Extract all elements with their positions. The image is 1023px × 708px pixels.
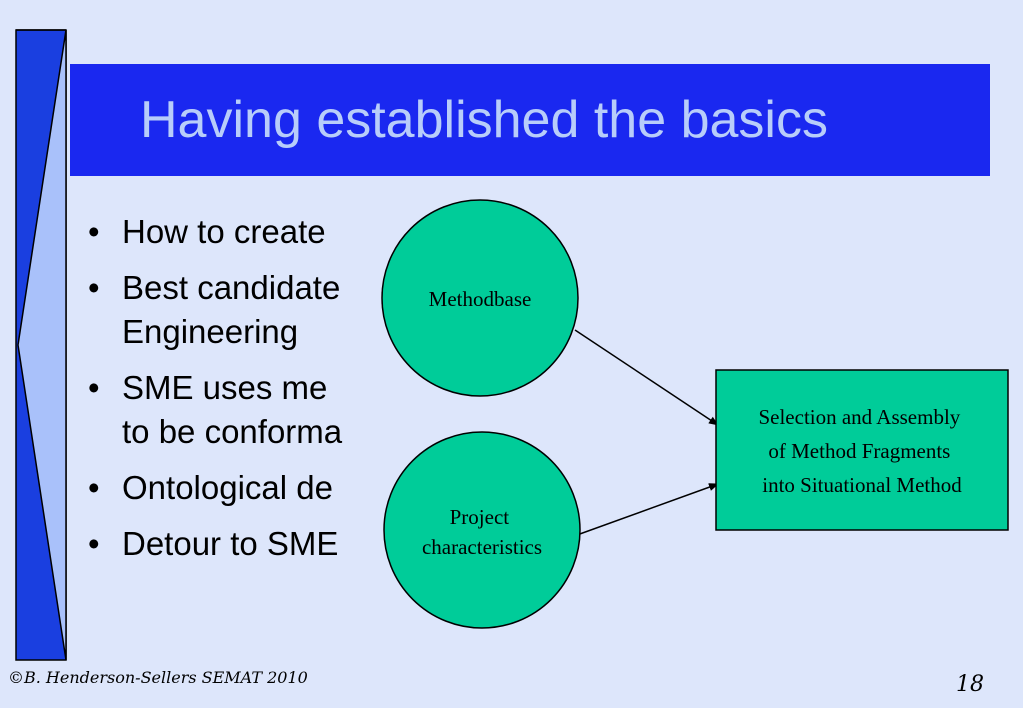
bullet-text: SME uses me <box>122 369 328 406</box>
node-methodbase-label: Methodbase <box>429 287 532 311</box>
bullet-item: Detour to SME <box>88 522 428 566</box>
bullet-text: Best candidate <box>122 269 341 306</box>
side-decoration <box>15 29 67 661</box>
svg-text:Methodbase: Methodbase <box>429 287 532 311</box>
bullet-text-continued: to be conforma <box>122 413 343 450</box>
node-selection-label-line3: into Situational Method <box>762 473 962 497</box>
node-project-label-line1: Project <box>450 505 510 529</box>
bullet-item: Best candidate Engineering <box>88 266 428 354</box>
bullet-text: Ontological de <box>122 469 333 506</box>
bullet-item: How to create <box>88 210 428 254</box>
title-bar <box>70 64 990 176</box>
svg-text:Project characteristics: Project characteristics <box>422 505 542 559</box>
edge-project-to-selection <box>576 483 719 536</box>
page-number: 18 <box>956 672 984 697</box>
bullet-text: How to create <box>122 213 326 250</box>
bullet-text: Detour to SME <box>122 525 339 562</box>
node-selection-label-line2: of Method Fragments <box>768 439 950 463</box>
slide-title: Having established the basics <box>140 91 828 149</box>
node-selection-label-line1: Selection and Assembly <box>758 405 960 429</box>
node-project-label-line2: characteristics <box>422 535 542 559</box>
edge-methodbase-to-selection <box>574 329 719 426</box>
copyright-footer: ©B. Henderson-Sellers SEMAT 2010 <box>8 668 308 687</box>
bullet-text-continued: Engineering <box>122 313 299 350</box>
node-selection: Selection and Assembly of Method Fragmen… <box>715 369 1009 531</box>
node-project: Project characteristics <box>383 431 581 629</box>
svg-text:Selection and Assembly o: Selection and Assembly of Method Fragmen… <box>758 405 965 497</box>
bullet-list: How to create Best candidate Engineering… <box>88 210 428 578</box>
bullet-item: SME uses me to be conforma <box>88 366 428 454</box>
node-methodbase: Methodbase <box>381 199 579 397</box>
bullet-item: Ontological de <box>88 466 428 510</box>
